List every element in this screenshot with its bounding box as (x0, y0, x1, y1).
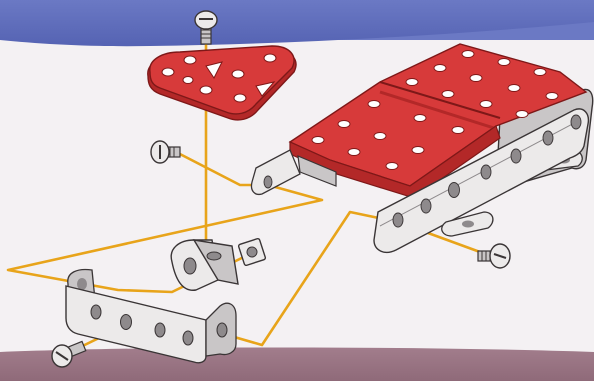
top-band-shape (0, 0, 594, 46)
bottom-band-shape (0, 348, 594, 381)
